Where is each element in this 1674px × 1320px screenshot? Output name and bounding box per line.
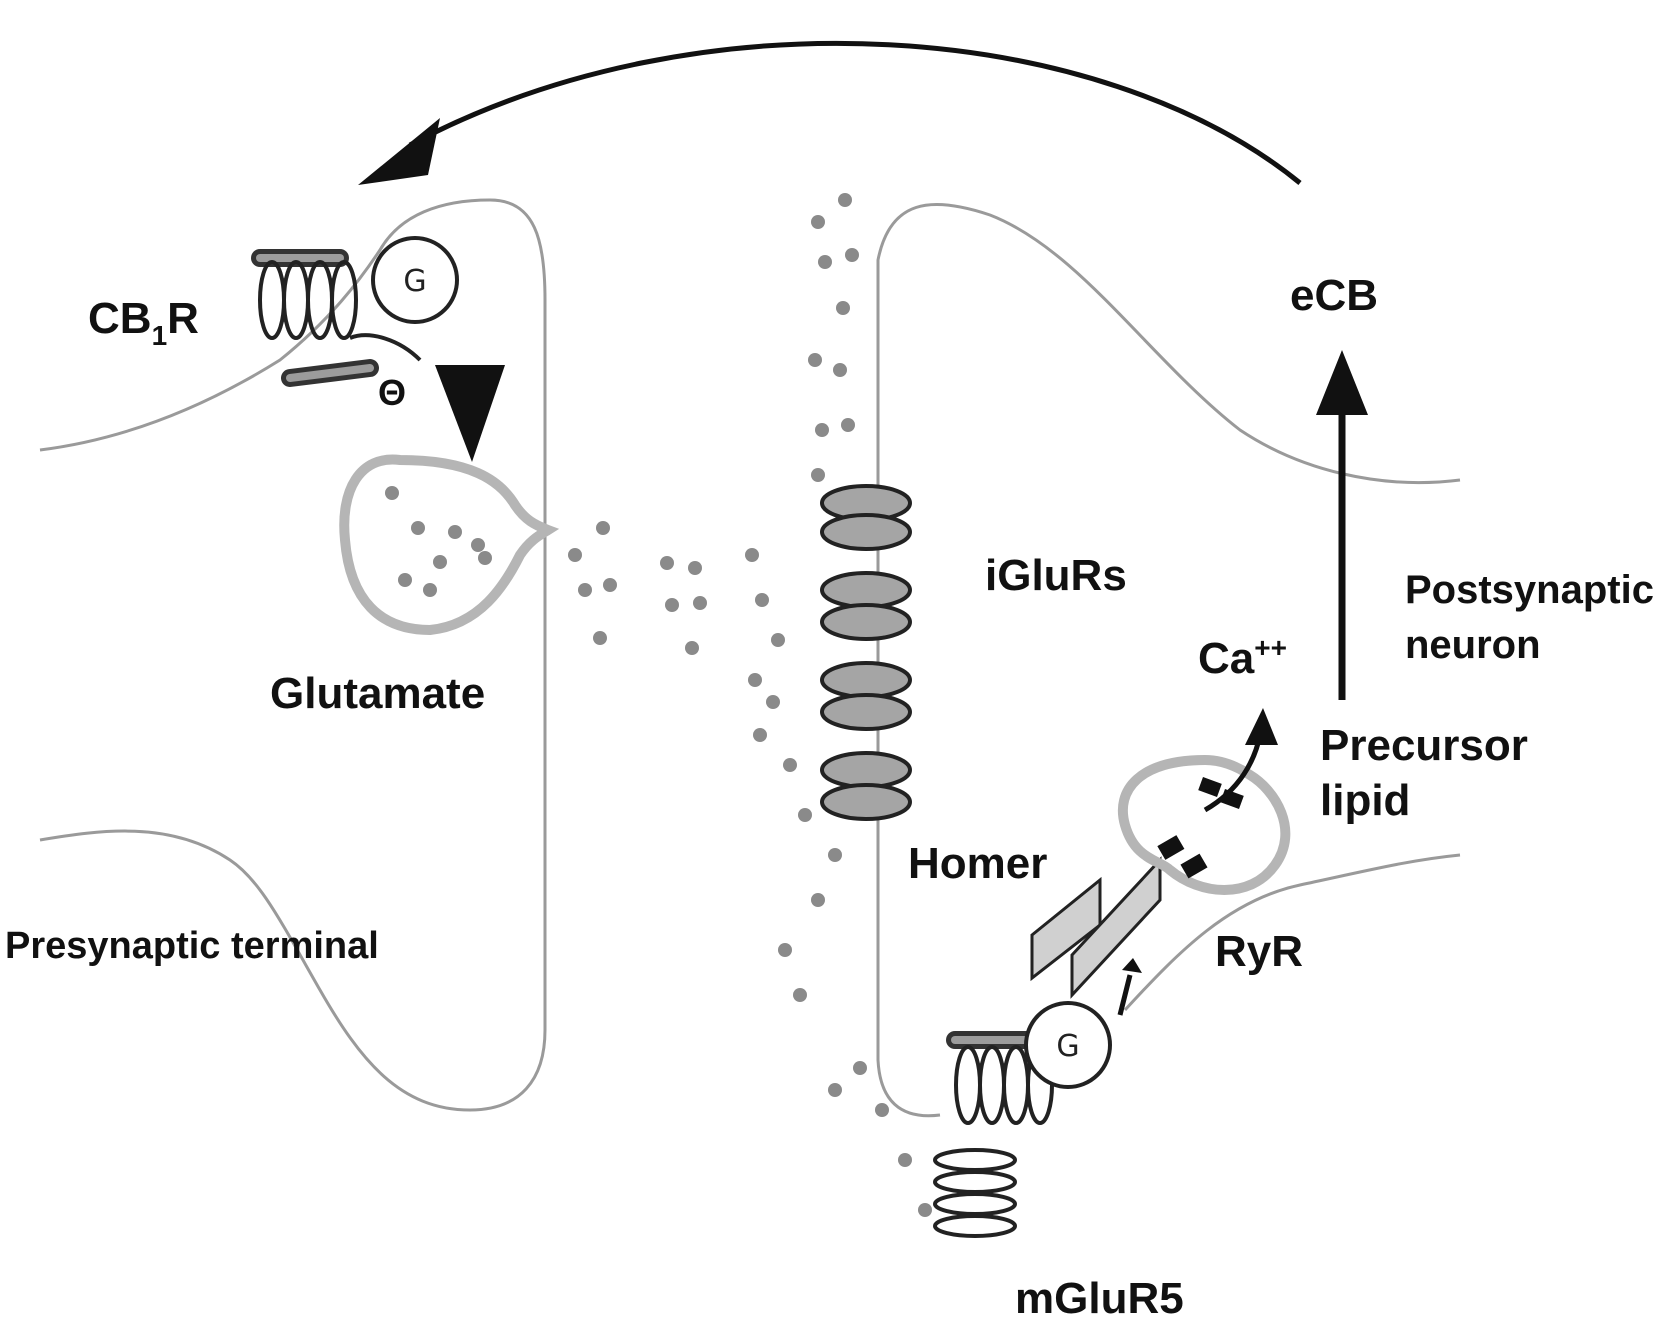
g-protein-post-label: G — [1056, 1029, 1079, 1064]
presynaptic-terminal-label: Presynaptic terminal — [5, 925, 379, 967]
postsynaptic-neuron-line2: neuron — [1405, 623, 1541, 667]
cb1r-label: CB1R — [88, 294, 199, 351]
precursor-lipid-line2: lipid — [1320, 776, 1410, 825]
retrograde-ecb-arrow — [358, 40, 1302, 185]
cb1r-label-sub: 1 — [152, 320, 168, 351]
iglurs-label: iGluRs — [985, 551, 1127, 600]
cb1r-label-main: CB — [88, 294, 152, 343]
ryr-label: RyR — [1215, 927, 1303, 976]
mglur5-label: mGluR5 — [1015, 1274, 1184, 1320]
postsynaptic-membrane-lower — [1123, 853, 1461, 1012]
ca-label: Ca++ — [1198, 632, 1287, 683]
ca-label-main: Ca — [1198, 634, 1255, 683]
activation-arrow — [1117, 958, 1142, 1016]
cb1r-receptor — [251, 249, 422, 387]
iglurs-receptor — [820, 484, 912, 821]
g-protein-pre: G — [371, 236, 459, 324]
vesicle-glutamate — [385, 486, 492, 597]
g-protein-post: G — [1024, 1001, 1112, 1089]
ecb-label: eCB — [1290, 271, 1378, 320]
presynaptic-membrane — [39, 198, 547, 1112]
released-glutamate — [568, 193, 932, 1217]
g-protein-pre-label: G — [403, 264, 426, 299]
synaptic-vesicle — [339, 454, 560, 636]
postsynaptic-neuron-line1: Postsynaptic — [1405, 568, 1654, 612]
homer-label: Homer — [908, 839, 1047, 888]
inhibition-symbol: Θ — [378, 372, 406, 413]
glutamate-label: Glutamate — [270, 669, 485, 718]
precursor-lipid-line1: Precursor — [1320, 721, 1528, 770]
ca-label-sup: ++ — [1254, 632, 1287, 663]
cb1r-label-end: R — [167, 294, 199, 343]
triangle-down-icon — [435, 365, 505, 462]
homer-scaffold — [1030, 856, 1162, 999]
ecb-arrow — [1316, 350, 1368, 700]
ryr-store — [1117, 708, 1291, 895]
postsynaptic-membrane — [876, 203, 1461, 1118]
